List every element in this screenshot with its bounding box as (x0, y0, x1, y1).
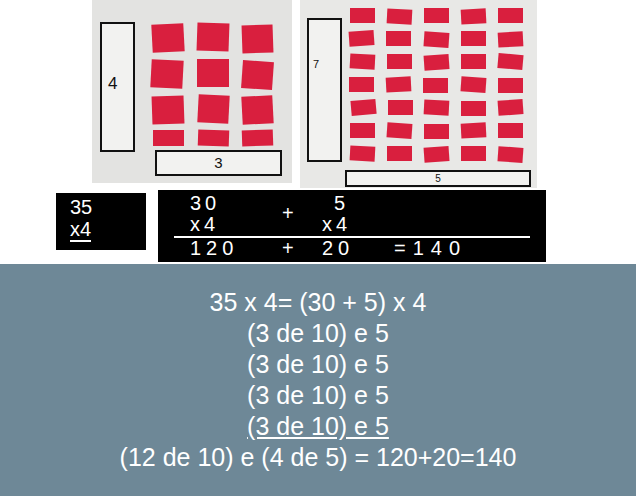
photo-background (92, 0, 292, 183)
node-label: 4 (108, 74, 117, 94)
node-label: =140 (394, 237, 467, 260)
node-label: 30 (190, 192, 220, 215)
node-label: 5 (334, 192, 345, 215)
node-label: x4 (70, 219, 91, 242)
explanation-band: 35 x 4= (30 + 5) x 4(3 de 10) e 5(3 de 1… (0, 264, 636, 496)
multiplication-box: 35x4 (56, 193, 146, 250)
factor-card: 3 (155, 150, 282, 176)
factor-card: 4 (100, 22, 135, 152)
explanation-line: (3 de 10) e 5 (247, 318, 389, 349)
node-label: 20 (322, 237, 354, 260)
node-label: x4 (322, 213, 351, 236)
node-label: 35 (70, 196, 92, 219)
red-squares (150, 8, 523, 163)
decomposition-box: 30x4+5x4120+20=140 (158, 190, 546, 262)
node-label: + (282, 237, 294, 260)
node-label: x4 (190, 213, 219, 236)
explanation-line: (3 de 10) e 5 (247, 380, 389, 411)
node-label: 3 (214, 154, 222, 171)
factor-card: 5 (345, 170, 531, 187)
explanation-line: (12 de 10) e (4 de 5) = 120+20=140 (120, 442, 517, 473)
explanation-line: (3 de 10) e 5 (247, 349, 389, 380)
explanation-line: (3 de 10) e 5 (247, 411, 389, 442)
factor-card: 7 (307, 18, 342, 162)
explanation-line: 35 x 4= (30 + 5) x 4 (210, 287, 427, 318)
node-label: 7 (313, 58, 319, 71)
node-label: 120 (190, 237, 238, 260)
photo-background (300, 0, 537, 188)
node-label: + (282, 202, 294, 225)
node-label: 5 (435, 173, 441, 185)
